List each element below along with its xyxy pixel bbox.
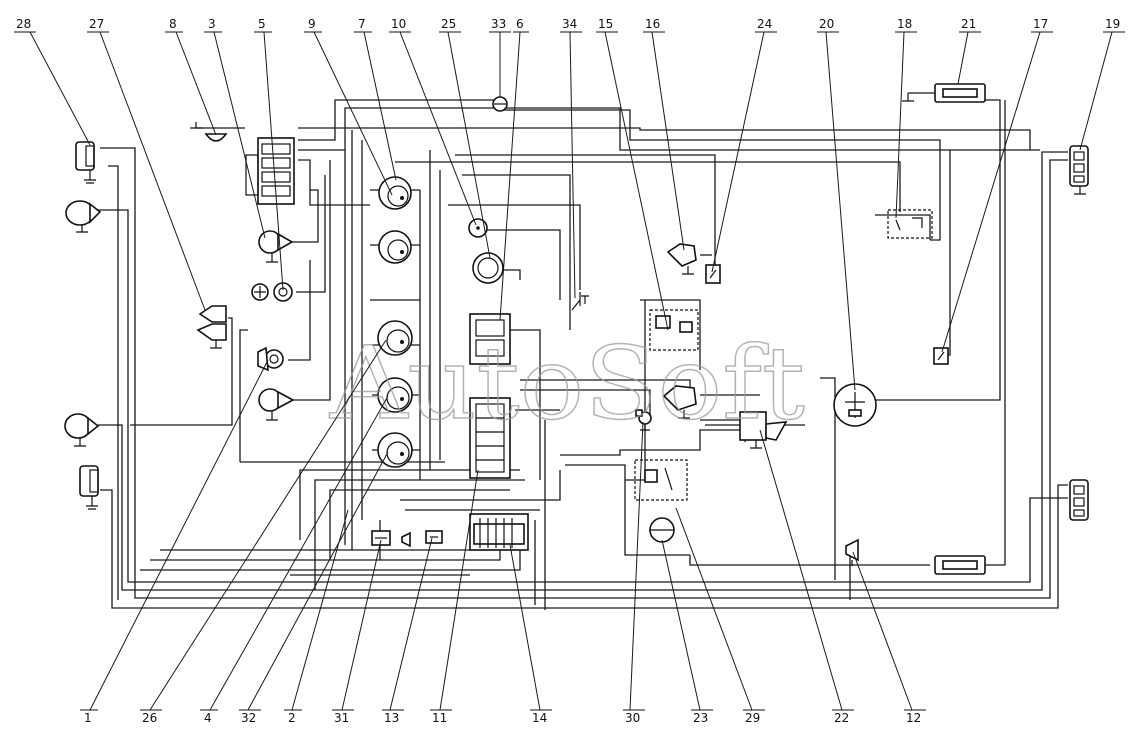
top-callout-labels: 28 27 8 3 5 9 7 10 25 33 6 34 15 16 24 2… bbox=[14, 17, 1125, 33]
callout-23: 23 bbox=[693, 711, 708, 725]
callout-4: 4 bbox=[204, 711, 212, 725]
switch-31 bbox=[371, 530, 411, 548]
callout-3: 3 bbox=[208, 17, 216, 31]
callout-26: 26 bbox=[142, 711, 157, 725]
buzzer-33 bbox=[492, 96, 508, 112]
callout-27: 27 bbox=[89, 17, 104, 31]
switch-30 bbox=[635, 409, 652, 431]
callout-12: 12 bbox=[906, 711, 921, 725]
callout-20: 20 bbox=[819, 17, 834, 31]
battery-bottom bbox=[934, 555, 986, 575]
gauge-5 bbox=[251, 282, 293, 302]
callout-29: 29 bbox=[745, 711, 760, 725]
watermark: AutoSoft bbox=[329, 325, 805, 442]
callout-6: 6 bbox=[516, 17, 524, 31]
switch-block-6 bbox=[469, 313, 511, 365]
rear-lamp-upper-19 bbox=[1069, 145, 1089, 195]
instrument-lamp-3 bbox=[258, 230, 294, 263]
callout-32: 32 bbox=[241, 711, 256, 725]
leader-lines bbox=[29, 31, 1113, 711]
callout-11: 11 bbox=[432, 711, 447, 725]
callout-2: 2 bbox=[288, 711, 296, 725]
callout-19: 19 bbox=[1105, 17, 1120, 31]
callout-30: 30 bbox=[625, 711, 640, 725]
gauge-9 bbox=[378, 176, 412, 210]
warning-lamp-1 bbox=[257, 346, 284, 372]
callout-15: 15 bbox=[598, 17, 613, 31]
callout-25: 25 bbox=[441, 17, 456, 31]
callout-14: 14 bbox=[532, 711, 547, 725]
top-fuse-block bbox=[245, 137, 295, 205]
lamp-16 bbox=[666, 243, 697, 275]
bottom-callout-labels: 1 26 4 32 2 31 13 11 14 30 23 29 22 12 bbox=[80, 709, 926, 725]
horn-12 bbox=[845, 538, 859, 566]
switch-34 bbox=[571, 292, 589, 311]
generator-20 bbox=[833, 383, 877, 427]
callout-33: 33 bbox=[491, 17, 506, 31]
callout-16: 16 bbox=[645, 17, 660, 31]
callout-8: 8 bbox=[169, 17, 177, 31]
callout-28: 28 bbox=[16, 17, 31, 31]
relay-13 bbox=[425, 530, 443, 544]
left-headlight-lower bbox=[64, 413, 100, 447]
callout-17: 17 bbox=[1033, 17, 1048, 31]
motor-23 bbox=[649, 517, 675, 543]
callout-24: 24 bbox=[757, 17, 772, 31]
wiring-harness bbox=[96, 99, 1068, 610]
gauge-10 bbox=[468, 218, 488, 238]
callout-18: 18 bbox=[897, 17, 912, 31]
relay-29 bbox=[634, 459, 688, 501]
gauge-25 bbox=[472, 252, 504, 284]
side-lamp-pair bbox=[196, 305, 227, 349]
callout-10: 10 bbox=[391, 17, 406, 31]
relay-18 bbox=[887, 209, 933, 239]
callout-5: 5 bbox=[258, 17, 266, 31]
front-left-upper-lamp bbox=[75, 141, 96, 184]
callout-9: 9 bbox=[308, 17, 316, 31]
sensor-24 bbox=[705, 264, 721, 284]
gauge-7 bbox=[378, 230, 412, 264]
callout-21: 21 bbox=[961, 17, 976, 31]
gauge-26 bbox=[377, 320, 413, 356]
battery-top-21 bbox=[902, 83, 986, 103]
sensor-17 bbox=[933, 347, 949, 365]
callout-1: 1 bbox=[84, 711, 92, 725]
callout-13: 13 bbox=[384, 711, 399, 725]
lamp-center bbox=[662, 385, 697, 419]
dome-lamp bbox=[190, 122, 245, 142]
relay-15 bbox=[649, 309, 699, 351]
fuse-panel-11 bbox=[469, 397, 511, 479]
gauge-4 bbox=[377, 377, 413, 413]
callout-34: 34 bbox=[562, 17, 577, 31]
front-left-lower-lamp bbox=[79, 465, 99, 510]
callout-7: 7 bbox=[358, 17, 366, 31]
callout-22: 22 bbox=[834, 711, 849, 725]
rear-lamp-lower bbox=[1069, 479, 1089, 521]
connector-block-14 bbox=[469, 513, 529, 551]
lamp-26 bbox=[258, 388, 295, 421]
left-headlight-upper bbox=[65, 200, 102, 233]
callout-31: 31 bbox=[334, 711, 349, 725]
